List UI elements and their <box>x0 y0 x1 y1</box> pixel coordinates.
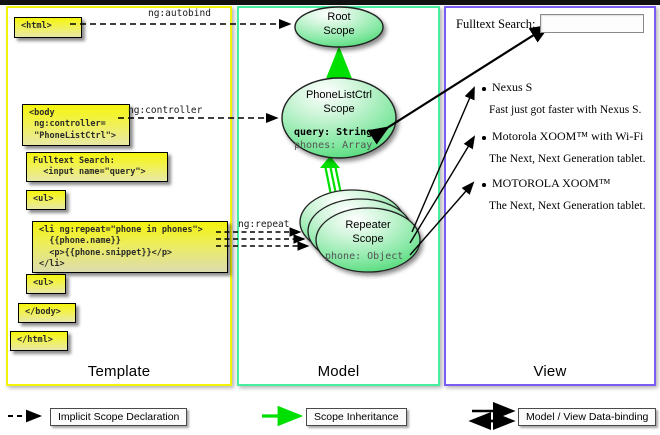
panel-model: Model <box>237 6 440 386</box>
view-item-snippet-3: The Next, Next Generation tablet. <box>489 200 646 212</box>
ng-repeat-label: ng:repeat <box>238 219 290 230</box>
view-item-name-3: MOTOROLA XOOM™ <box>492 176 611 190</box>
view-bullet-icon-3 <box>482 183 486 187</box>
panel-model-label: Model <box>317 363 360 380</box>
fulltext-search-box: Fulltext Search: <input name="query"> <box>26 152 168 182</box>
body-controller-box: <body ng:controller= "PhoneListCtrl"> <box>22 104 130 146</box>
view-item-snippet-2: The Next, Next Generation tablet. <box>489 153 646 165</box>
view-item-snippet-1: Fast just got faster with Nexus S. <box>489 104 642 116</box>
panel-view-label: View <box>533 363 567 380</box>
body-close-box: </body> <box>18 303 76 323</box>
view-search-input[interactable] <box>540 14 644 33</box>
view-bullet-icon-1 <box>482 87 486 91</box>
phonelistctrl-scope-prop-phones: phones: Array <box>294 140 373 151</box>
legend-scope-inheritance: Scope Inheritance <box>306 408 407 426</box>
view-bullet-icon-2 <box>482 136 486 140</box>
panel-template-label: Template <box>87 363 151 380</box>
repeater-scope-prop-phone: phone: Object <box>325 251 404 262</box>
ng-controller-label: ng:controller <box>128 105 203 116</box>
html-close-box: </html> <box>10 331 68 351</box>
ul-open-box: <ul> <box>26 190 66 210</box>
panel-view: View <box>444 6 656 386</box>
ul-close-box: <ul> <box>26 274 66 294</box>
top-black-bar <box>0 0 660 5</box>
phonelistctrl-scope-prop-query: query: String <box>294 127 373 138</box>
ng-autobind-label: ng:autobind <box>148 8 211 19</box>
view-item-name-1: Nexus S <box>492 80 533 94</box>
legend-model-view-databinding: Model / View Data-binding <box>518 408 657 426</box>
legend-implicit-scope-declaration: Implicit Scope Declaration <box>50 408 188 426</box>
view-item-name-2: Motorola XOOM™ with Wi-Fi <box>492 129 644 143</box>
html-open-box: <html> <box>14 17 82 38</box>
li-repeat-box: <li ng:repeat="phone in phones"> {{phone… <box>32 221 228 273</box>
view-search-label: Fulltext Search: <box>456 17 536 31</box>
